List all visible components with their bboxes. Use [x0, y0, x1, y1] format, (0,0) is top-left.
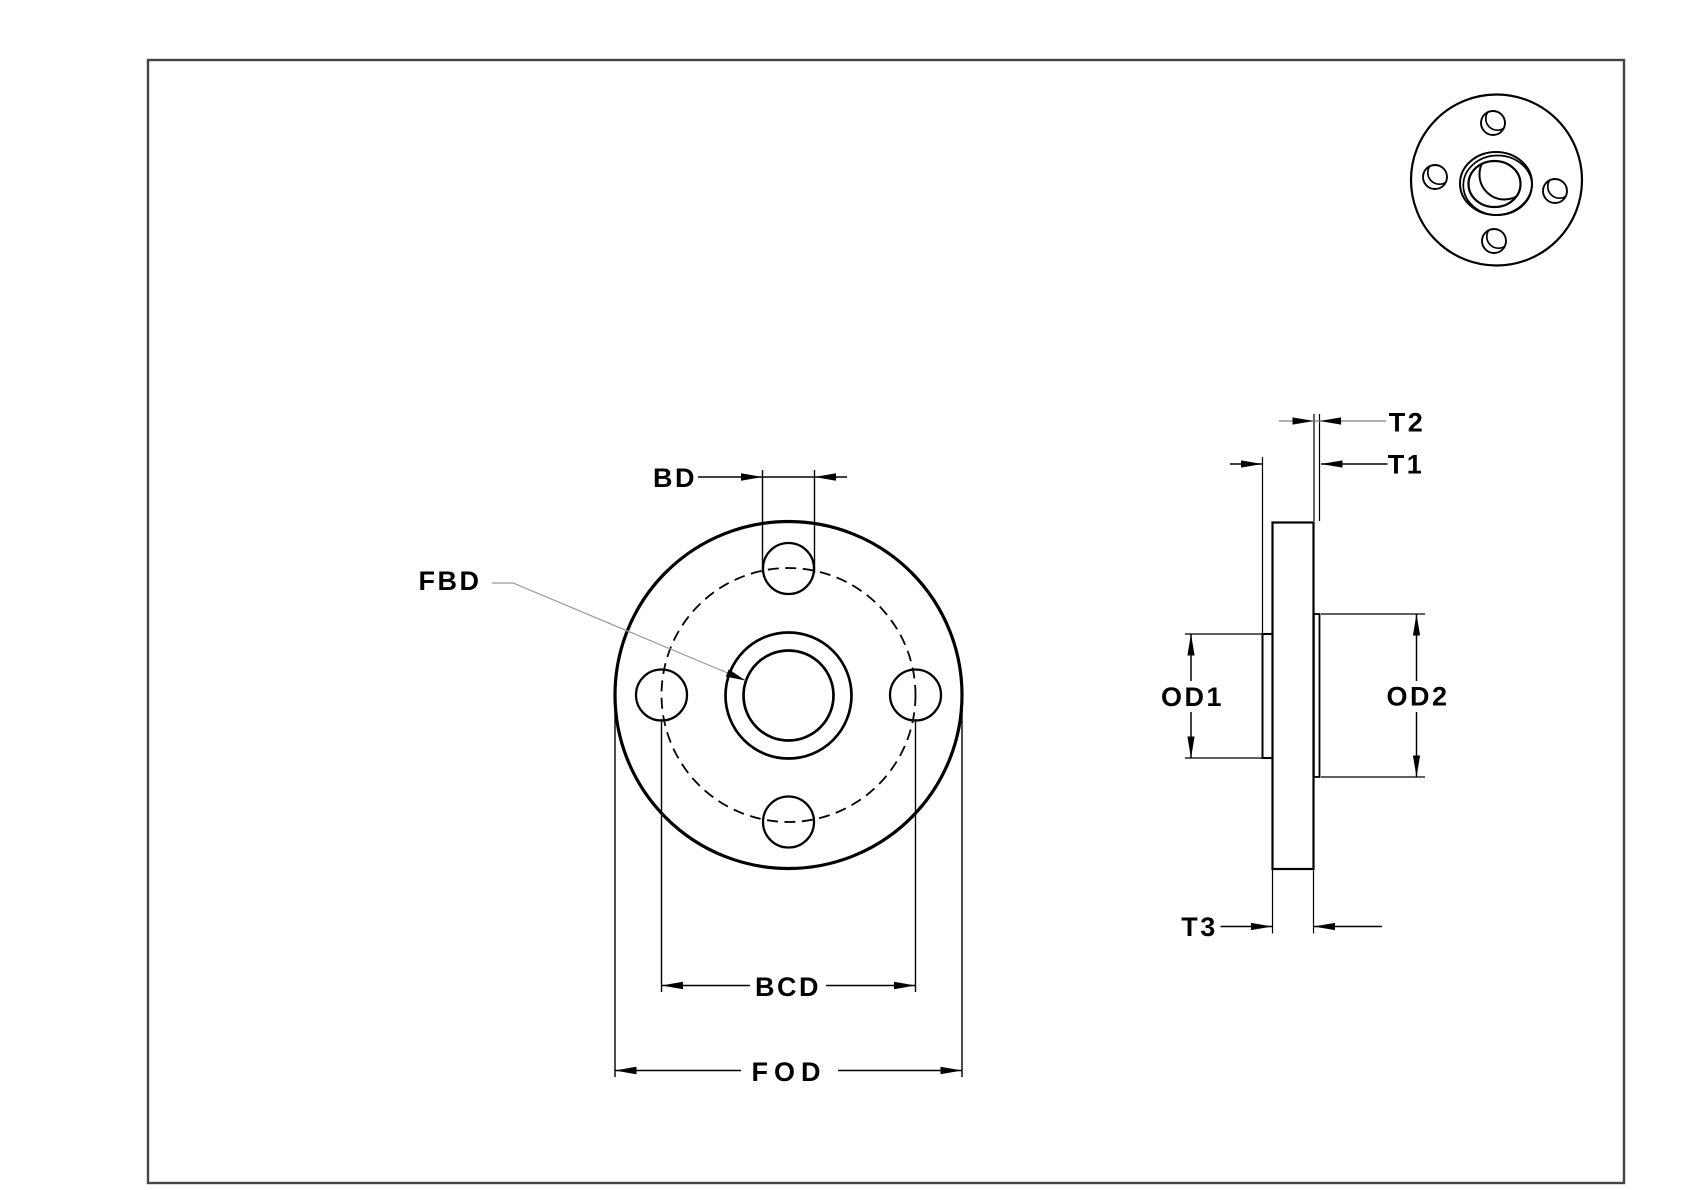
iso-bolt-hole — [1481, 228, 1507, 254]
iso-bolt-hole — [1542, 178, 1568, 204]
flange-side-view — [1261, 521, 1321, 871]
label-bd: BD — [653, 463, 697, 493]
label-t3: T3 — [1181, 912, 1218, 942]
label-t2: T2 — [1389, 408, 1426, 438]
bolt-circle-dashed — [660, 567, 917, 823]
side-plate — [1271, 521, 1315, 871]
arrowhead — [1319, 417, 1341, 425]
side-hub — [1261, 633, 1274, 759]
bolt-hole-bottom — [761, 795, 816, 849]
arrowhead — [940, 1066, 962, 1075]
arrowhead — [661, 981, 683, 990]
bolt-hole-left — [634, 668, 689, 722]
dimension-t2: T2 — [1279, 408, 1426, 521]
label-bcd: BCD — [755, 972, 821, 1002]
side-raised-face — [1312, 613, 1321, 778]
arrowhead — [1187, 736, 1195, 758]
label-od1: OD1 — [1161, 682, 1224, 712]
leader-fbd: FBD — [419, 566, 746, 682]
arrowhead — [1241, 460, 1263, 468]
arrowhead — [1251, 922, 1273, 931]
dimension-fod: FOD — [614, 678, 963, 1087]
dimension-bd: BD — [653, 463, 847, 573]
iso-bolt-hole — [1422, 164, 1448, 190]
dimension-od1: OD1 — [1161, 633, 1262, 759]
arrowhead — [894, 981, 916, 990]
arrowhead — [1412, 755, 1421, 777]
flange-front-view — [613, 519, 964, 871]
label-od2: OD2 — [1386, 682, 1449, 712]
arrowhead — [1292, 417, 1314, 425]
label-fod: FOD — [752, 1057, 827, 1087]
dimension-od2: OD2 — [1321, 613, 1449, 778]
label-t1: T1 — [1388, 450, 1425, 480]
arrowhead — [615, 1066, 637, 1075]
arrowhead — [1412, 614, 1421, 636]
flange-isometric-view-icon — [1409, 93, 1584, 267]
front-outer-circle — [613, 519, 964, 871]
label-fbd: FBD — [419, 566, 482, 596]
arrowhead — [741, 473, 763, 481]
iso-outer-rim — [1409, 93, 1584, 267]
hub-outer-circle — [724, 631, 853, 760]
iso-bolt-hole — [1480, 110, 1506, 136]
dimension-t1: T1 — [1230, 450, 1425, 633]
arrowhead — [1321, 460, 1343, 468]
arrowhead — [814, 473, 836, 481]
iso-bore — [1467, 159, 1522, 209]
dimension-t3: T3 — [1181, 869, 1382, 942]
bore-circle — [742, 649, 835, 742]
iso-bore-wall-arc — [1478, 161, 1521, 201]
dimension-bcd: BCD — [660, 719, 917, 1002]
arrowhead — [725, 669, 746, 681]
drawing-border — [146, 58, 1626, 1185]
arrowhead — [1313, 922, 1335, 931]
arrowhead — [1187, 634, 1195, 656]
iso-hub-rim — [1462, 154, 1533, 216]
